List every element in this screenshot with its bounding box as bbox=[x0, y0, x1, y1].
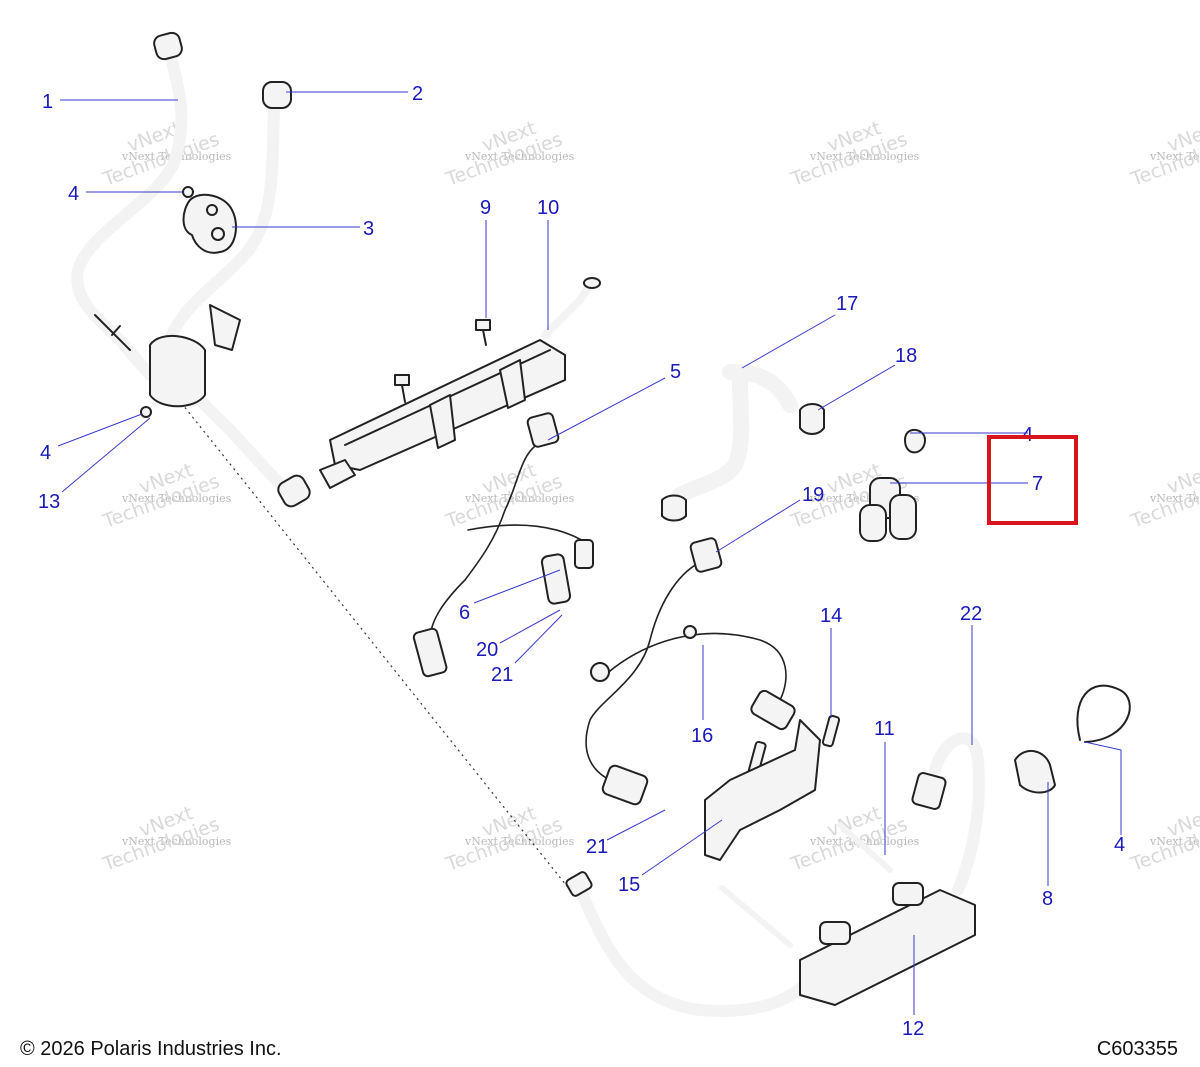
watermark: vNext vNext Technologies Technologies bbox=[1127, 459, 1200, 533]
callout-15[interactable]: 15 bbox=[618, 874, 640, 896]
callout-12[interactable]: 12 bbox=[902, 1018, 924, 1040]
svg-text:vNext Technologies: vNext Technologies bbox=[809, 150, 920, 163]
callout-4[interactable]: 4 bbox=[1114, 834, 1125, 856]
part-10-fuel-rail[interactable] bbox=[319, 277, 601, 489]
part-22-hose[interactable] bbox=[911, 732, 986, 896]
part-4-tie-strap[interactable] bbox=[904, 428, 926, 454]
svg-text:vNext Technologies: vNext Technologies bbox=[464, 835, 575, 848]
callout-1[interactable]: 1 bbox=[42, 91, 53, 113]
watermark: vNext vNext Technologies Technologies bbox=[442, 802, 574, 876]
callout-7[interactable]: 7 bbox=[1032, 473, 1043, 495]
grommet-hole bbox=[211, 227, 225, 241]
callout-5[interactable]: 5 bbox=[670, 361, 681, 383]
part-9-bolt[interactable] bbox=[475, 319, 491, 346]
bolt bbox=[719, 885, 793, 948]
callout-10[interactable]: 10 bbox=[537, 197, 559, 219]
leader-lines bbox=[57, 91, 1122, 1015]
callout-21[interactable]: 21 bbox=[586, 836, 608, 858]
callout-2[interactable]: 2 bbox=[412, 83, 423, 105]
highlight-box-callout-7 bbox=[987, 435, 1078, 525]
watermark: vNext vNext Technologies Technologies bbox=[99, 459, 231, 533]
part-12-fuel-rail-lower[interactable] bbox=[565, 871, 976, 1017]
drawing-id: C603355 bbox=[1096, 1038, 1178, 1060]
callout-18[interactable]: 18 bbox=[895, 345, 917, 367]
callout-17[interactable]: 17 bbox=[836, 293, 858, 315]
svg-text:vNext Technologies: vNext Technologies bbox=[1149, 150, 1200, 163]
callout-8[interactable]: 8 bbox=[1042, 888, 1053, 910]
watermark: vNext vNext Technologies Technologies bbox=[442, 459, 574, 533]
callout-19[interactable]: 19 bbox=[802, 484, 824, 506]
part-8-clip[interactable] bbox=[1014, 750, 1056, 794]
svg-text:vNext Technologies: vNext Technologies bbox=[1149, 835, 1200, 848]
callout-20[interactable]: 20 bbox=[476, 639, 498, 661]
callout-4[interactable]: 4 bbox=[68, 183, 79, 205]
clamp bbox=[661, 494, 687, 522]
part-2-fuel-hose[interactable] bbox=[149, 81, 313, 509]
callout-4[interactable]: 4 bbox=[40, 442, 51, 464]
part-4-clip[interactable] bbox=[182, 186, 194, 198]
callout-14[interactable]: 14 bbox=[820, 605, 842, 627]
callout-21[interactable]: 21 bbox=[491, 664, 513, 686]
part-18-clamp[interactable] bbox=[799, 403, 825, 435]
part-1-fuel-hose[interactable] bbox=[71, 31, 188, 381]
callout-9[interactable]: 9 bbox=[480, 197, 491, 219]
callout-11[interactable]: 11 bbox=[874, 718, 895, 740]
grommet-hole bbox=[206, 204, 218, 216]
part-5-6-wire-harness[interactable] bbox=[412, 412, 594, 678]
callout-6[interactable]: 6 bbox=[459, 602, 470, 624]
part-19-16-wire-harness[interactable] bbox=[585, 537, 797, 806]
callout-22[interactable]: 22 bbox=[960, 603, 982, 625]
svg-text:vNext Technologies: vNext Technologies bbox=[464, 150, 575, 163]
svg-text:vNext Technologies: vNext Technologies bbox=[809, 835, 920, 848]
svg-text:vNext Technologies: vNext Technologies bbox=[121, 835, 232, 848]
part-7-clip-block[interactable] bbox=[859, 477, 917, 542]
part-4-clip[interactable] bbox=[140, 406, 152, 418]
part-17-hose[interactable] bbox=[672, 363, 798, 503]
svg-text:vNext Technologies: vNext Technologies bbox=[1149, 492, 1200, 505]
watermark: vNext vNext Technologies Technologies bbox=[1127, 117, 1200, 191]
svg-text:vNext Technologies: vNext Technologies bbox=[464, 492, 575, 505]
copyright-text: © 2026 Polaris Industries Inc. bbox=[20, 1038, 282, 1060]
part-4-tie-strap[interactable] bbox=[1076, 684, 1131, 743]
watermark: vNext vNext Technologies Technologies bbox=[99, 802, 231, 876]
part-11-bolt[interactable] bbox=[837, 822, 893, 873]
part-14-bolt[interactable] bbox=[821, 714, 841, 748]
callout-13[interactable]: 13 bbox=[38, 491, 60, 513]
watermark: vNext vNext Technologies Technologies bbox=[442, 117, 574, 191]
part-3-grommet[interactable] bbox=[182, 193, 237, 254]
callout-3[interactable]: 3 bbox=[363, 218, 374, 240]
part-15-bracket[interactable] bbox=[704, 719, 821, 861]
callout-16[interactable]: 16 bbox=[691, 725, 713, 747]
bolt bbox=[394, 374, 410, 403]
watermark: vNext vNext Technologies Technologies bbox=[1127, 802, 1200, 876]
svg-text:vNext Technologies: vNext Technologies bbox=[121, 492, 232, 505]
watermark: vNext vNext Technologies Technologies bbox=[787, 117, 919, 191]
